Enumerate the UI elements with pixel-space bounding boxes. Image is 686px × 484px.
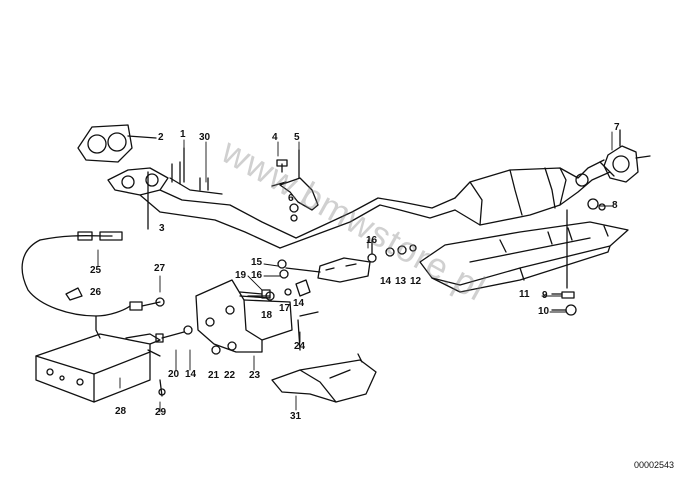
control-unit-part-28 [35, 333, 166, 403]
label-part-20: 20 [168, 369, 180, 380]
label-part-14b: 14 [293, 298, 305, 309]
heat-shield-part-31 [271, 353, 377, 403]
gasket-part-7 [603, 129, 651, 183]
clip-part-26 [65, 287, 83, 301]
washer-part-22 [227, 341, 237, 351]
mounting-bracket-part-23 [195, 279, 319, 353]
bracket-hardware [277, 239, 417, 297]
label-part-21: 21 [208, 370, 220, 381]
bolt-part-10 [551, 304, 577, 316]
label-part-31: 31 [290, 411, 302, 422]
bolt-part-19 [239, 289, 271, 299]
nut-part-21 [211, 345, 221, 355]
label-part-2: 2 [158, 132, 164, 143]
label-part-12: 12 [410, 276, 422, 287]
label-part-11: 11 [519, 289, 530, 300]
label-part-10: 10 [538, 306, 550, 317]
label-part-14a: 14 [380, 276, 392, 287]
bolt-part-20 [155, 325, 193, 343]
leader-lines [97, 131, 613, 413]
label-part-26: 26 [90, 287, 102, 298]
label-part-8: 8 [612, 200, 618, 211]
clamp-part-5 [271, 149, 319, 222]
label-part-1: 1 [180, 129, 186, 140]
label-part-29: 29 [155, 407, 167, 418]
label-part-3: 3 [159, 223, 165, 234]
label-part-19: 19 [235, 270, 247, 281]
label-part-4: 4 [272, 132, 278, 143]
label-part-7: 7 [614, 122, 620, 133]
label-part-18: 18 [261, 310, 273, 321]
label-part-16a: 16 [366, 235, 378, 246]
nut-part-8 [587, 198, 606, 211]
label-part-6: 6 [288, 193, 294, 204]
heat-shield-part-11 [419, 209, 629, 293]
label-part-13: 13 [395, 276, 407, 287]
label-part-28: 28 [115, 406, 127, 417]
catalytic-converter [454, 159, 615, 226]
label-part-14c: 14 [185, 369, 197, 380]
label-part-9: 9 [542, 290, 548, 301]
label-part-16b: 16 [251, 270, 263, 281]
label-part-15: 15 [251, 257, 263, 268]
label-part-17: 17 [279, 303, 291, 314]
label-part-27: 27 [154, 263, 166, 274]
oxygen-sensor-part-25 [21, 231, 165, 339]
diagram-reference-number: 00002543 [633, 460, 674, 470]
label-part-5: 5 [294, 132, 300, 143]
label-part-23: 23 [249, 370, 261, 381]
bolt-part-9 [551, 291, 575, 299]
label-part-30: 30 [199, 132, 211, 143]
label-part-25: 25 [90, 265, 102, 276]
label-part-22: 22 [224, 370, 236, 381]
label-part-24: 24 [294, 341, 306, 352]
gasket-part-2 [77, 124, 157, 163]
